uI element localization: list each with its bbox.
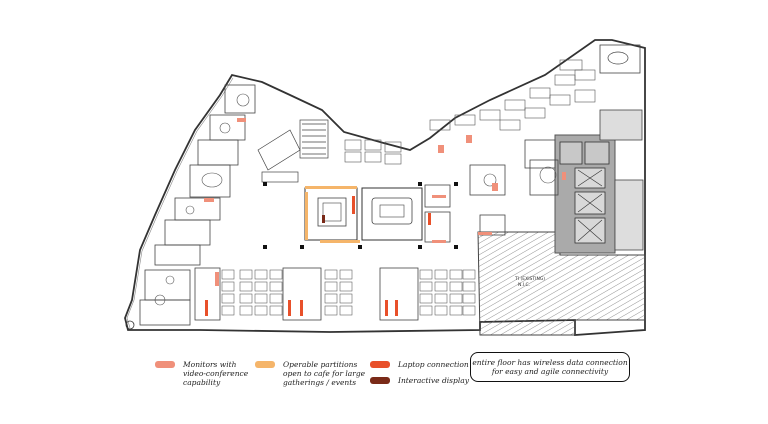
workstation-desk [462, 305, 476, 316]
legend-swatch-interactive [370, 377, 390, 384]
conference-room-a [304, 187, 358, 241]
workstation-desk [449, 305, 463, 316]
legend-interactive: Interactive display [370, 376, 469, 385]
workstation-desk [449, 293, 463, 304]
workstation-desk [419, 281, 433, 292]
workstation-desk [434, 281, 448, 292]
workstation-desk [339, 305, 353, 316]
workstation-desk [239, 305, 253, 316]
tenant-label-line-1: TI (EXISTING) [514, 276, 545, 282]
workstation-desk [324, 281, 338, 292]
legend-swatch-partitions [255, 361, 275, 368]
conference-room-b [361, 187, 423, 241]
workstation-desk [254, 293, 268, 304]
workstation-desk [419, 293, 433, 304]
legend-label-interactive: Interactive display [398, 376, 469, 385]
workstation-desk [449, 281, 463, 292]
workstation-desk [269, 305, 283, 316]
workstation-desk [462, 293, 476, 304]
open-workstations [221, 269, 476, 316]
workstation-desk [221, 269, 235, 280]
workstation-desk [419, 305, 433, 316]
workstation-desk [221, 305, 235, 316]
plan-markers [204, 118, 566, 316]
workstation-desk [434, 305, 448, 316]
workstation-desk [239, 293, 253, 304]
workstation-desk [434, 293, 448, 304]
left-perimeter-offices [139, 84, 256, 326]
workstation-desk [254, 281, 268, 292]
workstation-desk [324, 269, 338, 280]
workstation-desk [221, 293, 235, 304]
workstation-desk [339, 269, 353, 280]
workstation-desk [269, 281, 283, 292]
legend-label-laptop: Laptop connection [398, 360, 469, 369]
workstation-desk [339, 281, 353, 292]
workstation-desk [462, 281, 476, 292]
workstation-desk [449, 269, 463, 280]
workstation-desk [239, 281, 253, 292]
workstation-desk [434, 269, 448, 280]
legend-partitions: Operable partitions open to cafe for lar… [255, 360, 365, 387]
workstation-desk [254, 305, 268, 316]
workstation-desk [324, 293, 338, 304]
existing-tenant-label: TI (EXISTING)N.I.C. [514, 276, 545, 288]
workstation-desk [254, 269, 268, 280]
workstation-desk [462, 269, 476, 280]
legend-label-partitions: Operable partitions open to cafe for lar… [283, 360, 366, 387]
upper-right-workstations [429, 59, 596, 131]
workstation-desk [269, 293, 283, 304]
workstation-desk [221, 281, 235, 292]
legend-swatch-laptop [370, 361, 390, 368]
legend-swatch-monitors [155, 361, 175, 368]
workstation-desk [419, 269, 433, 280]
workstation-desk [324, 305, 338, 316]
tenant-label-line-2: N.I.C. [518, 282, 530, 288]
workstation-desk [269, 269, 283, 280]
legend-laptop: Laptop connection [370, 360, 469, 369]
wireless-note: entire floor has wireless data connectio… [470, 352, 630, 382]
workstation-desk [239, 269, 253, 280]
legend-label-monitors: Monitors with video-conference capabilit… [183, 360, 249, 387]
legend-monitors: Monitors with video-conference capabilit… [155, 360, 248, 387]
workstation-desk [339, 293, 353, 304]
